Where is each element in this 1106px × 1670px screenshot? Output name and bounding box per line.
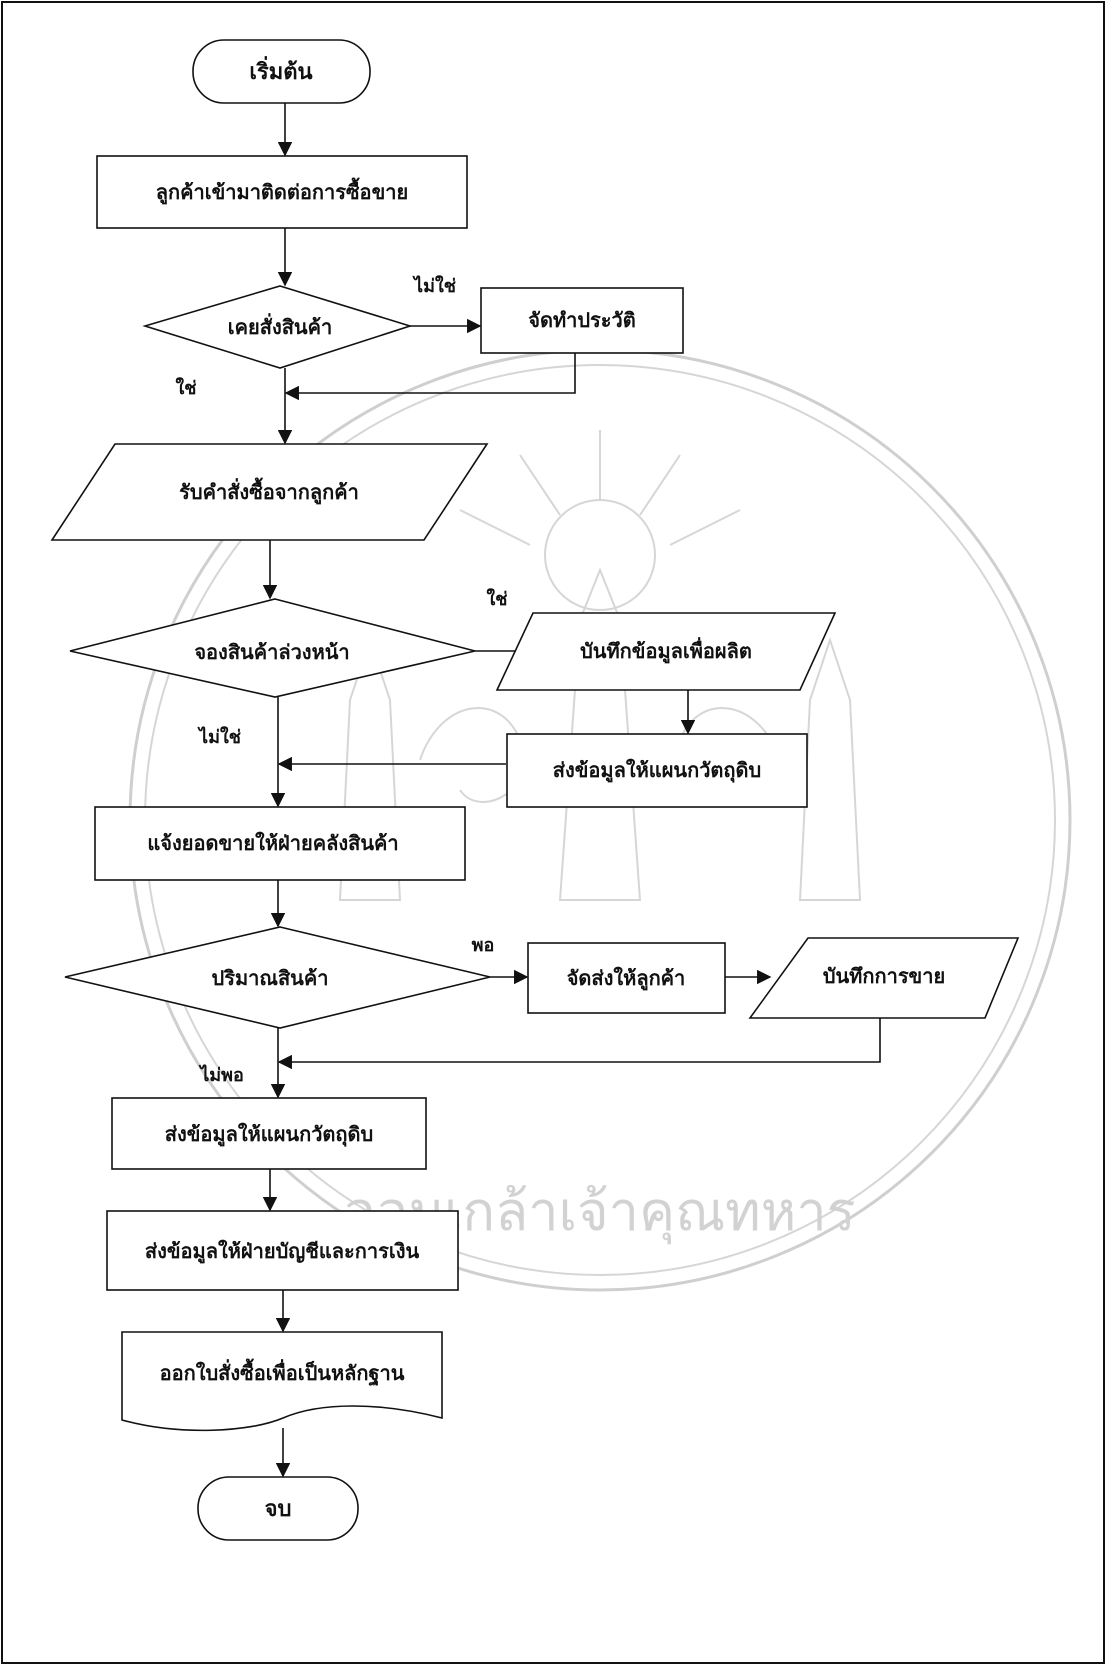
node-send-to-accounting-label: ส่งข้อมูลให้ฝ่ายบัญชีและการเงิน bbox=[145, 1239, 420, 1265]
node-send-to-material-2-label: ส่งข้อมูลให้แผนกวัตถุดิบ bbox=[165, 1122, 373, 1148]
decision-ordered-before-label: เคยสั่งสินค้า bbox=[228, 312, 332, 339]
io-receive-order-label: รับคำสั่งซื้อจากลูกค้า bbox=[179, 477, 359, 506]
edge-sale-return bbox=[277, 1018, 881, 1070]
node-end-label: จบ bbox=[265, 1497, 292, 1522]
node-end: จบ bbox=[197, 1476, 359, 1541]
io-record-sale: บันทึกการขาย bbox=[748, 937, 1020, 1019]
node-send-to-material-1: ส่งข้อมูลให้แผนกวัตถุดิบ bbox=[506, 733, 808, 808]
node-make-profile-label: จัดทำประวัติ bbox=[528, 308, 636, 332]
node-customer-contact-label: ลูกค้าเข้ามาติดต่อการซื้อขาย bbox=[156, 177, 408, 206]
node-send-to-accounting: ส่งข้อมูลให้ฝ่ายบัญชีและการเงิน bbox=[106, 1210, 459, 1291]
node-send-to-material-1-label: ส่งข้อมูลให้แผนกวัตถุดิบ bbox=[553, 758, 761, 784]
node-start-label: เริ่มต้น bbox=[249, 55, 312, 85]
node-send-to-material-2: ส่งข้อมูลให้แผนกวัตถุดิบ bbox=[111, 1097, 427, 1170]
edge-label-qty-not-enough: ไม่พอ bbox=[198, 1064, 244, 1086]
decision-quantity: ปริมาณสินค้า bbox=[64, 926, 491, 1029]
node-notify-warehouse-label: แจ้งยอดขายให้ฝ่ายคลังสินค้า bbox=[147, 831, 398, 855]
node-deliver: จัดส่งให้ลูกค้า bbox=[527, 942, 726, 1014]
edge-label-preorder-yes: ใช่ bbox=[486, 588, 507, 610]
edge-label-qty-enough: พอ bbox=[472, 935, 495, 956]
decision-quantity-label: ปริมาณสินค้า bbox=[212, 966, 329, 990]
decision-ordered-before: เคยสั่งสินค้า bbox=[142, 285, 413, 369]
node-make-profile: จัดทำประวัติ bbox=[480, 287, 684, 354]
document-issue-po: ออกใบสั่งซื้อเพื่อเป็นหลักฐาน bbox=[121, 1331, 443, 1432]
decision-preorder-label: จองสินค้าล่วงหน้า bbox=[194, 640, 349, 664]
flow-edges bbox=[262, 103, 881, 1478]
node-start: เริ่มต้น bbox=[192, 39, 371, 104]
node-deliver-label: จัดส่งให้ลูกค้า bbox=[567, 966, 686, 992]
edge-label-ordered-no: ไม่ใช่ bbox=[412, 275, 456, 297]
io-record-for-production-label: บันทึกข้อมูลเพื่อผลิต bbox=[580, 636, 752, 665]
io-receive-order: รับคำสั่งซื้อจากลูกค้า bbox=[50, 443, 489, 541]
node-customer-contact: ลูกค้าเข้ามาติดต่อการซื้อขาย bbox=[96, 155, 468, 229]
io-record-for-production: บันทึกข้อมูลเพื่อผลิต bbox=[495, 612, 837, 691]
edge-profile-return bbox=[284, 353, 576, 401]
decision-preorder: จองสินค้าล่วงหน้า bbox=[69, 598, 476, 698]
node-notify-warehouse: แจ้งยอดขายให้ฝ่ายคลังสินค้า bbox=[94, 806, 466, 881]
edge-label-preorder-no: ไม่ใช่ bbox=[197, 726, 241, 748]
edge-label-ordered-yes: ใช่ bbox=[175, 377, 196, 399]
io-record-sale-label: บันทึกการขาย bbox=[823, 964, 945, 988]
document-issue-po-label: ออกใบสั่งซื้อเพื่อเป็นหลักฐาน bbox=[160, 1358, 405, 1387]
